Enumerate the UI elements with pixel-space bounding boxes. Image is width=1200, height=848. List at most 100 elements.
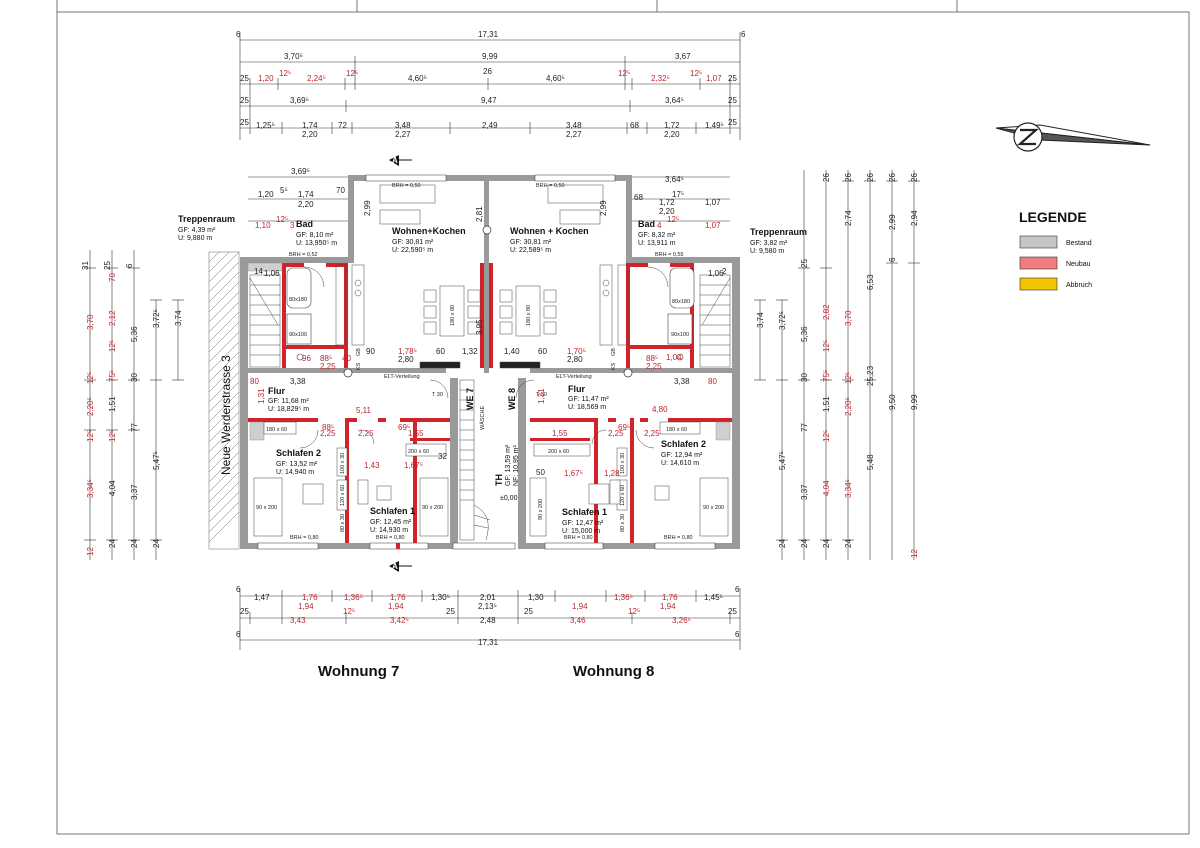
label-shower-l: 90x100 <box>289 332 307 338</box>
label-chest-r: 120 x 60 <box>620 485 626 506</box>
ldim-c2-8: 24 <box>108 539 117 548</box>
right-dimension-lines <box>754 170 920 560</box>
dim-inner-r-h: 12⁵ <box>667 215 679 224</box>
room-wohnen-r-gf: GF: 30,81 m² <box>510 239 552 246</box>
rdim-c3-1: 5,36 <box>800 326 809 342</box>
bdim-r2-4: 25 <box>446 607 455 616</box>
idim-0: 2,99 <box>363 200 372 216</box>
label-elt-r: ELT-Verteilung <box>556 374 592 380</box>
dim-top-r3-l: 1,07 <box>706 74 722 83</box>
room-bad-l-name: Bad <box>296 219 313 229</box>
idim-21: 1,55 <box>552 429 568 438</box>
idim-39: 80 <box>250 377 259 386</box>
idim-40: 80 <box>708 377 717 386</box>
section-mark-bottom: A <box>392 562 398 571</box>
rdim-c4-7: 24 <box>822 539 831 548</box>
label-bed-3: 90 x 200 <box>703 505 724 511</box>
room-wohnen-l-name: Wohnen+Kochen <box>392 226 466 236</box>
idim-1: 2,81 <box>475 206 484 222</box>
room-schlafen1-r-gf: GF: 12,47 m² <box>562 520 604 527</box>
room-treppenraum-r-u: U: 9,580 m <box>750 248 784 255</box>
rdim-c6-2: 25,23 <box>866 365 875 386</box>
dim-inner-r-f: 2,20 <box>659 207 675 216</box>
dim-top-r5-e: 3,48 <box>395 121 411 130</box>
bdim-r2-10: 25 <box>728 607 737 616</box>
bdim-r1-4: 1,76 <box>390 593 406 602</box>
idim-9: 1,70⁵ <box>567 347 586 356</box>
dim-top-r2-b: 9,99 <box>482 52 498 61</box>
room-bad-l-u: U: 13,950⁵ m <box>296 240 337 247</box>
label-bed-4: 90 x 200 <box>538 499 544 520</box>
dim-inner-l-i: 3 <box>290 221 295 230</box>
stair-th-gf: GF: 13,59 m² <box>505 444 512 486</box>
rdim-c3-0: 25 <box>800 259 809 268</box>
idim-6: 60 <box>436 347 445 356</box>
bdim-r1-9: 1,76 <box>662 593 678 602</box>
idim-34: 1,04 <box>666 353 682 362</box>
label-brh-080-4: BRH = 0,80 <box>664 535 693 541</box>
rdim-c4-3: 75⁵ <box>822 370 831 382</box>
room-flur-l-gf: GF: 11,68 m² <box>268 398 309 405</box>
room-flur-r-u: U: 18,569 m <box>568 404 606 411</box>
bdim-r3-2: 6 <box>735 630 740 639</box>
dim-inner-l-c: 5⁵ <box>280 186 288 195</box>
idim-8: 60 <box>538 347 547 356</box>
legend-label-abbruch: Abbruch <box>1066 282 1092 289</box>
ldim-c1-1: 3,70 <box>86 314 95 330</box>
dim-inner-l-h: 12⁵ <box>276 215 288 224</box>
idim-14: 5,11 <box>356 406 372 415</box>
rdim-c3-2: 30 <box>800 373 809 382</box>
room-schlafen1-r-name: Schlafen 1 <box>562 507 607 517</box>
label-wk: WÄSCHE <box>479 406 486 430</box>
idim-28: 88⁵ <box>320 354 332 363</box>
label-bed-1: 90 x 200 <box>256 505 277 511</box>
bdim-r1b-4: 1,94 <box>660 602 676 611</box>
label-brh-055: BRH = 0,55 <box>655 252 684 258</box>
idim-35: 1,06 <box>264 269 280 278</box>
rdim-c5-2: 3,70 <box>844 310 853 326</box>
dim-inner-r-a: 3,64⁵ <box>665 175 684 184</box>
room-schlafen1-l-u: U: 14,930 m <box>370 527 408 534</box>
idim-23: 1,67⁵ <box>404 461 423 470</box>
ldim-c5-0: 3,74 <box>174 310 183 326</box>
bdim-r1b-2: 2,13⁵ <box>478 602 497 611</box>
label-ks-l: KS <box>356 362 362 370</box>
dim-inner-l-g: 1,10 <box>255 221 271 230</box>
rdim-c3-4: 3,37 <box>800 484 809 500</box>
ldim-c1-6: 12 <box>86 547 95 556</box>
dim-top-r5-f: 2,49 <box>482 121 498 130</box>
title-wohnung-8: Wohnung 8 <box>573 663 654 680</box>
rdim-c4-5: 12⁵ <box>822 430 831 442</box>
room-schlafen2-r-u: U: 14,610 m <box>661 460 699 467</box>
ldim-c2-4: 75⁵ <box>108 370 117 382</box>
bdim-r3-1: 17,31 <box>478 638 499 647</box>
room-bad-l-gf: GF: 8,10 m² <box>296 232 334 239</box>
idim-22: 1,43 <box>364 461 380 470</box>
dim-top-r5-a: 25 <box>240 118 249 127</box>
bdim-r2-1: 3,43 <box>290 616 306 625</box>
rdim-c8-2: 9,99 <box>910 394 919 410</box>
room-schlafen2-l-u: U: 14,940 m <box>276 469 314 476</box>
ldim-c3-5: 24 <box>130 539 139 548</box>
idim-12: 3,38 <box>290 377 306 386</box>
bdim-r1-8: 1,36⁵ <box>614 593 633 602</box>
section-arrow-bottom: A <box>389 561 412 572</box>
dim-top-r5-g: 3,48 <box>566 121 582 130</box>
idim-20: 1,55 <box>408 429 424 438</box>
label-t30-r: T 30 <box>536 392 547 398</box>
ldim-c1-0: 31 <box>81 261 90 270</box>
room-schlafen1-r-u: U: 15,000 m <box>562 528 600 535</box>
room-wohnen-r-name: Wohnen + Kochen <box>510 226 589 236</box>
dim-inner-r-c: 17⁵ <box>672 190 684 199</box>
title-wohnung-7: Wohnung 7 <box>318 663 399 680</box>
idim-7: 1,40 <box>504 347 520 356</box>
ldim-c1-3: 2,20⁵ <box>86 397 95 416</box>
rdim-c5-3: 12⁵ <box>844 372 853 384</box>
dim-top-r3-g: 4,60⁵ <box>408 74 427 83</box>
rdim-c4-2: 12⁵ <box>822 340 831 352</box>
label-tub-r: 80x180 <box>672 299 690 305</box>
idim-26: 2,25 <box>320 362 336 371</box>
idim-46: 2,25 <box>358 429 374 438</box>
label-gb-r: GB <box>611 348 617 356</box>
bdim-r2-3: 3,42⁵ <box>390 616 409 625</box>
